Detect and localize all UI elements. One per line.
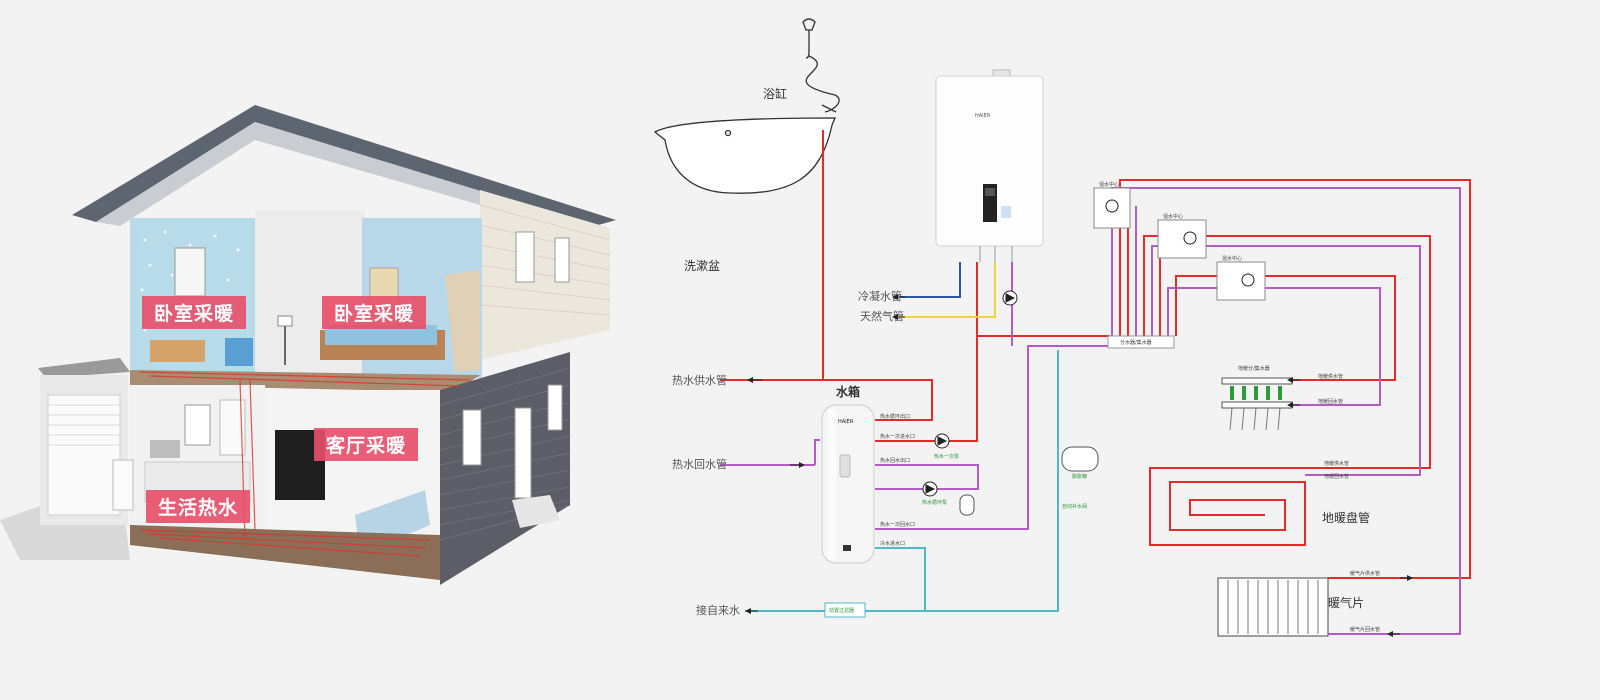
red-pipes [720, 130, 1471, 579]
mains-water-label: 接自来水 [696, 604, 740, 617]
plumbing-diagram: 浴缸 洗漱盆 HAIER [653, 18, 1471, 637]
tank-in-3: 热水一次回水口 [880, 521, 915, 528]
hot-water-supply-label: 热水供水管 [672, 373, 727, 387]
expansion-vessel [959, 446, 1099, 516]
tank-in-top: 热水循环出口 [880, 413, 910, 420]
pump-1-label: 热水一次泵 [934, 453, 959, 460]
rad-supply-label: 暖气片供水管 [1350, 570, 1380, 577]
washbasin-label: 洗漱盆 [684, 259, 720, 273]
bathtub-label: 浴缸 [763, 86, 787, 101]
gas-pipe-label: 天然气管 [860, 309, 904, 323]
fh-return-2-label: 地暖回水管 [1324, 473, 1349, 480]
radiator-icon [1217, 577, 1405, 637]
radiator-label: 暖气片 [1328, 595, 1364, 610]
boiler-brand: HAIER [975, 113, 991, 119]
tank-in-1: 热水一次进水口 [880, 433, 915, 440]
label-living-room: 客厅采暖 [314, 428, 419, 461]
mixing-center-3 [1216, 261, 1266, 301]
fh-return-label: 地暖回水管 [1318, 398, 1343, 405]
expansion-tank-label: 膨胀罐 [1072, 473, 1087, 480]
hot-water-return-label: 热水回水管 [672, 457, 727, 471]
cold-water-pipe-label: 冷凝水管 [858, 289, 902, 303]
mixing-center-1-label: 混水中心 [1099, 181, 1119, 188]
coil-manifold-label: 地暖分/集水器 [1238, 365, 1270, 372]
cold-water-pipe [900, 262, 961, 298]
safety-valve-label: 自动补水阀 [1062, 503, 1087, 510]
mixing-center-2-label: 混水中心 [1163, 213, 1183, 220]
floor-heating-coil-label: 地暖盘管 [1322, 510, 1370, 525]
pump-2-label: 热水循环泵 [922, 499, 947, 506]
gas-pipe [900, 262, 996, 318]
coil-manifold [1221, 377, 1293, 431]
rad-return-label: 暖气片回水管 [1350, 626, 1380, 633]
label-bedroom-right: 卧室采暖 [322, 296, 427, 329]
manifold-box-label: 分水器/集水器 [1120, 339, 1152, 346]
tank-brand: HAIER [838, 419, 854, 425]
boiler [935, 69, 1044, 262]
water-tank-label: 水箱 [836, 384, 860, 399]
tank-in-4: 冷水进水口 [880, 540, 905, 547]
mixing-center-2 [1157, 219, 1207, 259]
tank-in-2: 热水回水出口 [880, 457, 910, 464]
fh-supply-2-label: 地暖供水管 [1324, 460, 1349, 467]
label-bedroom-left: 卧室采暖 [142, 296, 247, 329]
mixing-center-3-label: 混水中心 [1222, 255, 1242, 262]
house-illustration [0, 105, 616, 585]
filter-box [824, 602, 866, 618]
fh-supply-label: 地暖供水管 [1318, 373, 1343, 380]
roof [72, 105, 616, 226]
filter-label: 前置过滤器 [829, 607, 854, 614]
label-hot-water: 生活热水 [146, 490, 251, 523]
pump-icon [922, 290, 1018, 497]
bathtub-icon [653, 18, 840, 194]
water-tank [821, 404, 875, 564]
manifold-box [1107, 335, 1175, 349]
